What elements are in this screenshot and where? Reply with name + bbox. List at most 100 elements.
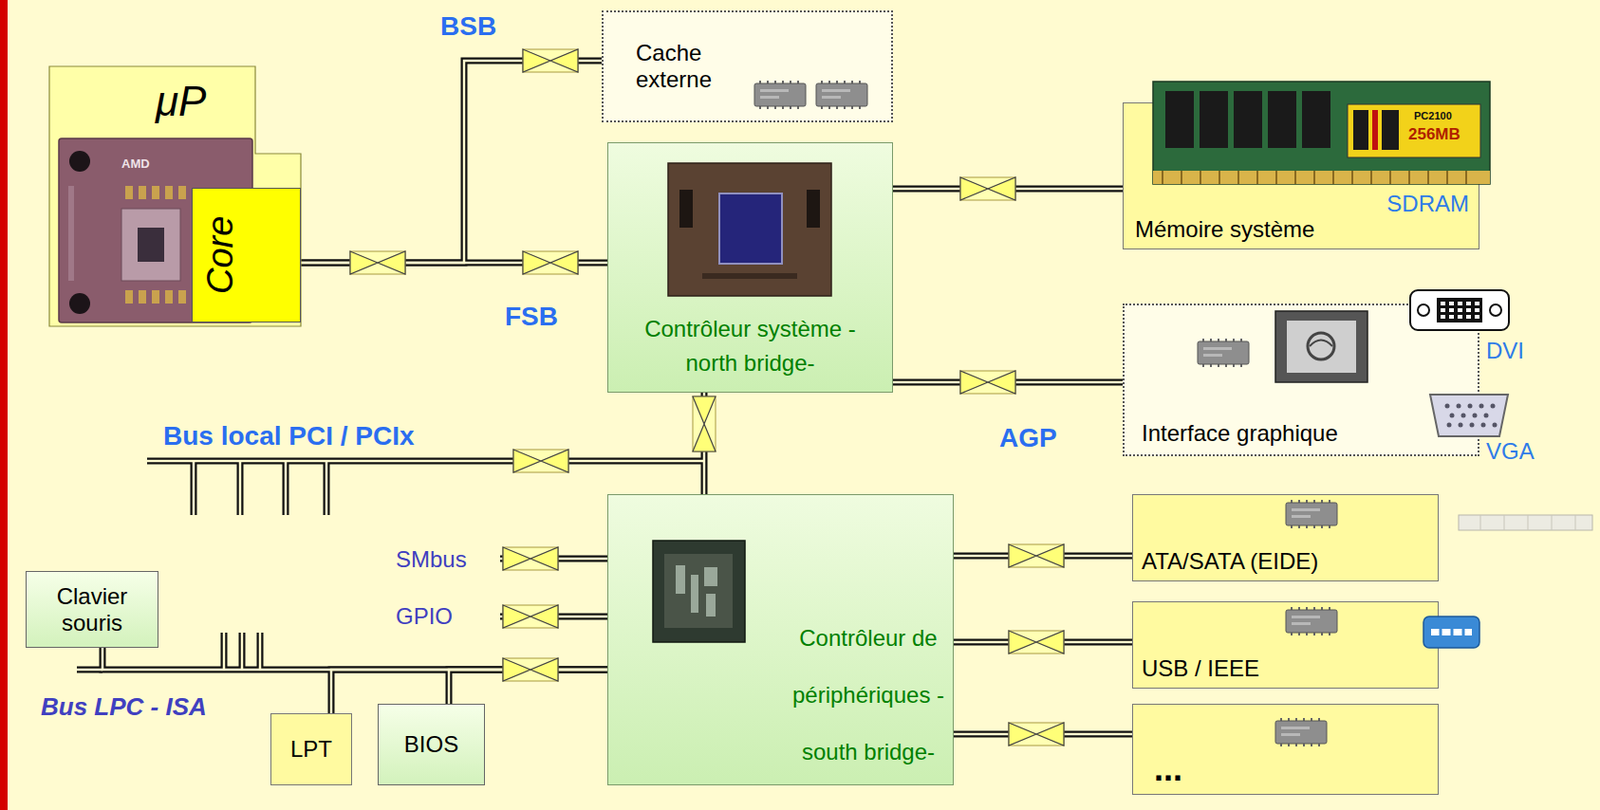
cpu-photo [125, 290, 133, 304]
chip-icon [1285, 607, 1338, 636]
vga-connector [1469, 423, 1475, 428]
dvi-connector [1474, 308, 1480, 313]
north-bridge-chip [719, 193, 782, 264]
vga-connector [1430, 394, 1508, 437]
lpc-bus-end [76, 667, 103, 674]
north-bridge-chip [806, 189, 820, 228]
bus-name: AGP [999, 423, 1058, 454]
cpu-photo [138, 290, 147, 304]
module-marking: PC2100 [1413, 110, 1452, 123]
pci-slot-stub [193, 461, 327, 516]
node-text: Contrôleur système -north bridge- [636, 312, 865, 381]
south-bridge-chip [652, 540, 745, 643]
bus-transceiver [502, 547, 559, 571]
lpc-stub [223, 632, 261, 670]
north-bridge-chip [679, 189, 693, 228]
memory-module [1162, 170, 1467, 185]
dvi-connector [1440, 301, 1446, 306]
north-bridge-chip [702, 273, 798, 280]
bus-transceiver [350, 251, 406, 275]
dvi-connector [1457, 301, 1463, 306]
node-text: USB / IEEE [1141, 655, 1260, 683]
pci-bus [147, 458, 705, 466]
frame-bar [0, 0, 8, 810]
memory-module [1233, 91, 1263, 149]
dvi-connector [1466, 315, 1471, 319]
cpu-photo [178, 186, 187, 200]
vga-connector [1447, 423, 1452, 428]
keyboard-box: Clavier souris [25, 571, 159, 649]
cpu-photo [165, 186, 173, 200]
other-device-box: ... [1132, 704, 1439, 796]
usb-icon [1423, 616, 1480, 649]
cpu-photo [151, 186, 160, 200]
cpu-photo [121, 208, 181, 281]
memory-module [1302, 91, 1331, 149]
node-text: Mémoire système [1134, 216, 1315, 243]
bus-transceiver [502, 605, 559, 629]
south-bridge: Contrôleur de périphériques -south bridg… [607, 494, 954, 786]
lpc-stub [223, 632, 261, 670]
south-bridge-chip [652, 540, 745, 643]
chip-icon [754, 80, 806, 110]
vga-connector [1490, 404, 1496, 410]
dvi-connector [1440, 315, 1446, 319]
chip-marking: AMD [121, 157, 150, 172]
cpu-photo [178, 290, 187, 304]
processor-outline [49, 66, 301, 327]
lpc-bus-end [76, 669, 103, 672]
usb-icon [1431, 629, 1472, 636]
cpu-photo [68, 186, 75, 281]
bus-name: FSB [504, 301, 559, 333]
vga-connector [1461, 413, 1467, 419]
bus-name: BSB [440, 11, 497, 42]
memory-module [1372, 110, 1378, 150]
cpu-photo [58, 138, 253, 323]
cpu-photo [69, 150, 91, 172]
module-marking: 256MB [1408, 125, 1461, 145]
node-text: μP [155, 77, 206, 127]
cpu-photo [58, 138, 253, 323]
node-text: Core [201, 216, 243, 295]
dvi-connector [1410, 290, 1509, 331]
bus-label: GPIO [395, 603, 453, 631]
memory-module [1153, 81, 1490, 185]
south-bridge-chip [664, 554, 733, 629]
processor-block: μP Core [49, 66, 301, 327]
north-bridge-chip [668, 163, 832, 297]
dvi-connector [1457, 308, 1463, 313]
chip-icon [816, 80, 868, 110]
vga-connector [1479, 404, 1485, 410]
ide-connector [1458, 515, 1593, 531]
bus-transceiver [1008, 723, 1064, 746]
chip-icon [1285, 500, 1338, 529]
chip-icon [1275, 718, 1327, 747]
node-text: LPT [290, 736, 333, 763]
memory-module [1199, 91, 1228, 149]
dvi-connector [1457, 315, 1463, 319]
bios-box: BIOS [377, 704, 485, 786]
usb-box: USB / IEEE [1132, 601, 1439, 689]
usb-icon [1440, 629, 1464, 636]
memory-module [1267, 91, 1297, 149]
cpu-photo [69, 293, 91, 315]
vga-connector [1445, 404, 1451, 410]
bus-label: Bus local PCI / PCIx [163, 421, 415, 452]
bus-transceiver [502, 658, 559, 682]
chip-icon [754, 80, 1338, 747]
bus-transceiver [522, 251, 578, 275]
vga-connector [1492, 423, 1498, 428]
ide-connector [1458, 515, 1593, 531]
node-text: Clavier souris [39, 583, 145, 636]
vga-connector [1484, 413, 1489, 419]
dvi-connector [1449, 301, 1454, 306]
vga-connector [1458, 423, 1464, 428]
cpu-photo [151, 290, 160, 304]
dvi-connector [1410, 290, 1509, 331]
dvi-connector [1440, 308, 1446, 313]
vga-connector [1450, 413, 1455, 419]
graphics-chip [1275, 311, 1368, 383]
node-text: Interface graphique [1141, 420, 1339, 447]
